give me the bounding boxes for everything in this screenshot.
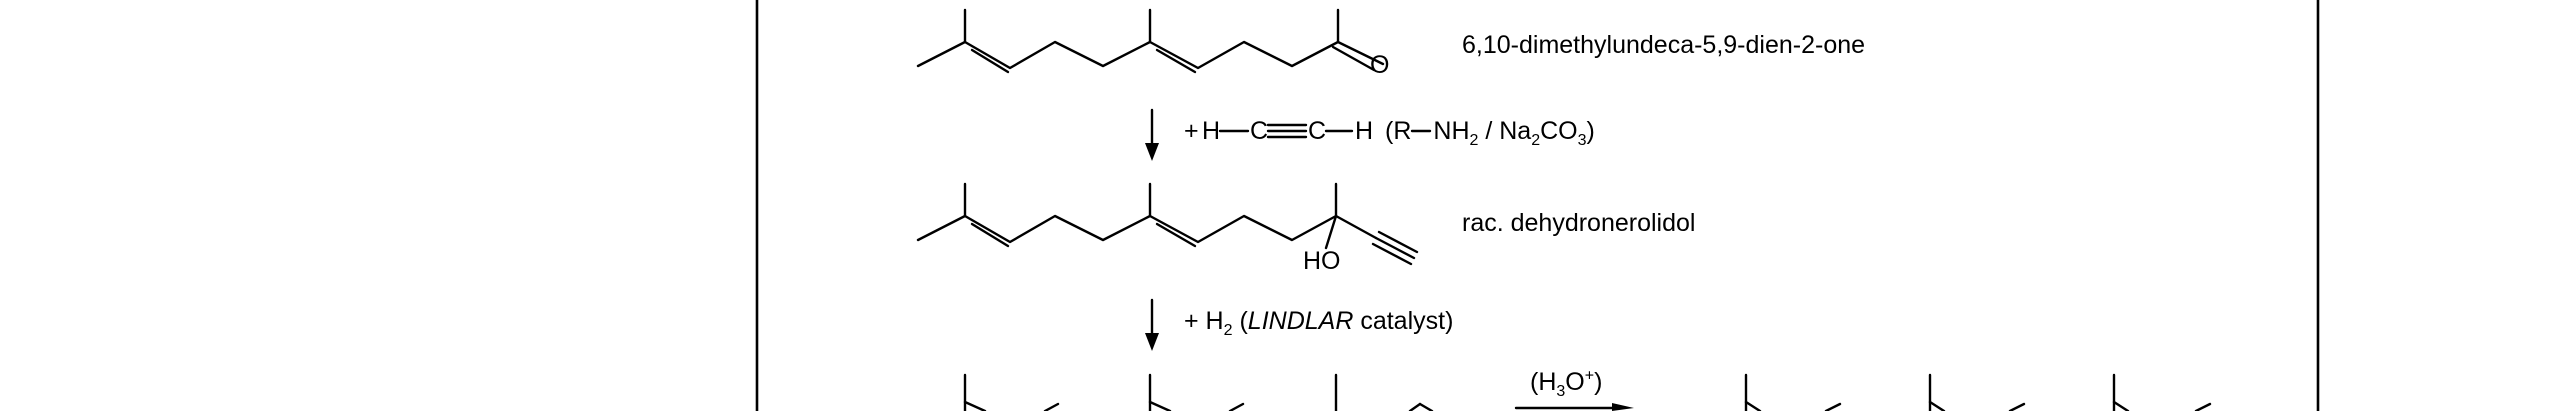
step3-acid-conditions: (H3O+) <box>1530 367 1603 400</box>
reagent-carbon-2: C <box>1308 117 1327 145</box>
ketone-name: 6,10-dimethylundeca-5,9-dien-2-one <box>1462 31 1866 59</box>
product-structure-right <box>1744 373 2212 411</box>
carbonyl-oxygen-label: O <box>1370 51 1390 79</box>
reagent-h-right: H <box>1355 117 1374 145</box>
ketone-structure <box>916 8 1385 74</box>
step2-arrow <box>1145 298 1159 351</box>
product-structure-left <box>963 373 1434 411</box>
step1-plus: + <box>1184 117 1199 145</box>
dehydronerolidol-name: rac. dehydronerolidol <box>1462 209 1696 237</box>
reagent-h-left: H <box>1202 117 1221 145</box>
dehydronerolidol-structure <box>916 182 1419 266</box>
step2-conditions: + H2 (LINDLAR catalyst) <box>1184 307 1454 339</box>
step1-arrow <box>1145 108 1159 161</box>
hydroxyl-label: HO <box>1303 247 1341 275</box>
step3-arrow <box>1514 403 1634 411</box>
acetylene-triple-bond <box>1266 123 1308 139</box>
reagent-carbon-1: C <box>1250 117 1269 145</box>
